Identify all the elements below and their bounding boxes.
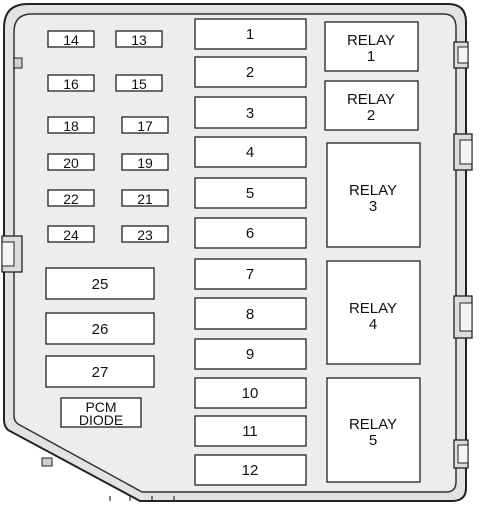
fuse-16: 16 [47, 74, 95, 92]
fuse-2: 2 [194, 56, 307, 88]
fuse-22-label: 22 [63, 191, 79, 207]
fuse-23: 23 [121, 225, 169, 243]
fuse-20-label: 20 [63, 155, 79, 171]
fuse-8-label: 8 [246, 306, 254, 323]
mounting-clip-bottom-right [453, 439, 469, 469]
center-fuse-group: 1 2 3 4 5 6 7 8 [194, 18, 307, 486]
fuse-24: 24 [47, 225, 95, 243]
fuse-3: 3 [194, 96, 307, 129]
relay-group: RELAY 1 RELAY 2 RELAY 3 RELAY 4 RELAY 5 [324, 21, 421, 483]
relay-3: RELAY 3 [326, 142, 421, 248]
fuse-25: 25 [45, 267, 155, 300]
pcm-diode-label-line2: DIODE [79, 412, 123, 428]
fuse-2-label: 2 [246, 64, 254, 81]
fuse-4-label: 4 [246, 144, 254, 161]
fuse-8: 8 [194, 297, 307, 330]
fuse-19-label: 19 [137, 155, 153, 171]
fuse-18-label: 18 [63, 118, 79, 134]
fuse-3-label: 3 [246, 105, 254, 122]
relay-5-label-line2: 5 [369, 432, 377, 449]
fuse-6: 6 [194, 217, 307, 249]
fuse-4: 4 [194, 136, 307, 168]
fuse-17-label: 17 [137, 118, 153, 134]
fuse-26: 26 [45, 312, 155, 345]
fuse-25-label: 25 [92, 276, 109, 293]
fuse-12-label: 12 [242, 462, 259, 479]
relay-3-label-line2: 3 [369, 198, 377, 215]
relay-2-label-line2: 2 [367, 107, 375, 124]
fuse-16-label: 16 [63, 76, 79, 92]
fuse-22: 22 [47, 189, 95, 207]
fuse-20: 20 [47, 153, 95, 171]
mounting-clip-right-upper [453, 133, 473, 171]
relay-2-label-line1: RELAY [347, 91, 395, 108]
fuse-26-label: 26 [92, 321, 109, 338]
mounting-clip-left [1, 235, 23, 273]
left-large-fuse-group: 25 26 27 [45, 267, 155, 388]
fuse-1: 1 [194, 18, 307, 50]
fuse-15: 15 [115, 74, 163, 92]
relay-4-label-line2: 4 [369, 316, 377, 333]
fuse-9-label: 9 [246, 346, 254, 363]
relay-1-label-line2: 1 [367, 48, 375, 65]
fuse-11: 11 [194, 415, 307, 447]
fuse-14-label: 14 [63, 32, 79, 48]
fuse-5-label: 5 [246, 185, 254, 202]
fuse-7: 7 [194, 258, 307, 290]
fuse-6-label: 6 [246, 225, 254, 242]
relay-5: RELAY 5 [326, 377, 421, 483]
fuse-23-label: 23 [137, 227, 153, 243]
fuse-5: 5 [194, 177, 307, 209]
fuse-21: 21 [121, 189, 169, 207]
relay-2: RELAY 2 [324, 80, 419, 131]
mounting-clip-top-right [453, 41, 469, 69]
small-fuse-group: 14 13 16 15 18 17 20 19 [47, 30, 169, 243]
fuse-27-label: 27 [92, 364, 109, 381]
fuse-11-label: 11 [242, 423, 258, 440]
fuse-12: 12 [194, 454, 307, 486]
relay-1: RELAY 1 [324, 21, 419, 72]
relay-1-label-line1: RELAY [347, 32, 395, 49]
fuse-13-label: 13 [131, 32, 147, 48]
fuse-21-label: 21 [137, 191, 153, 207]
mounting-clip-right-lower [453, 295, 473, 339]
pcm-diode-label-line1: PCM [85, 399, 116, 415]
relay-3-label-line1: RELAY [349, 182, 397, 199]
fuse-17: 17 [121, 116, 169, 134]
fuse-10: 10 [194, 377, 307, 409]
relay-4: RELAY 4 [326, 260, 421, 365]
fuse-18: 18 [47, 116, 95, 134]
fuse-7-label: 7 [246, 266, 254, 283]
fuse-1-label: 1 [246, 26, 254, 43]
fuse-24-label: 24 [63, 227, 79, 243]
fuse-14: 14 [47, 30, 95, 48]
fuse-9: 9 [194, 338, 307, 370]
fuse-27: 27 [45, 355, 155, 388]
mounting-peg-top-left [13, 57, 23, 69]
fuse-13: 13 [115, 30, 163, 48]
relay-5-label-line1: RELAY [349, 416, 397, 433]
pcm-diode: PCM DIODE [60, 397, 142, 428]
relay-4-label-line1: RELAY [349, 300, 397, 317]
mounting-peg-bottom-left [41, 457, 53, 467]
fuse-10-label: 10 [242, 385, 259, 402]
fuse-15-label: 15 [131, 76, 147, 92]
fuse-19: 19 [121, 153, 169, 171]
